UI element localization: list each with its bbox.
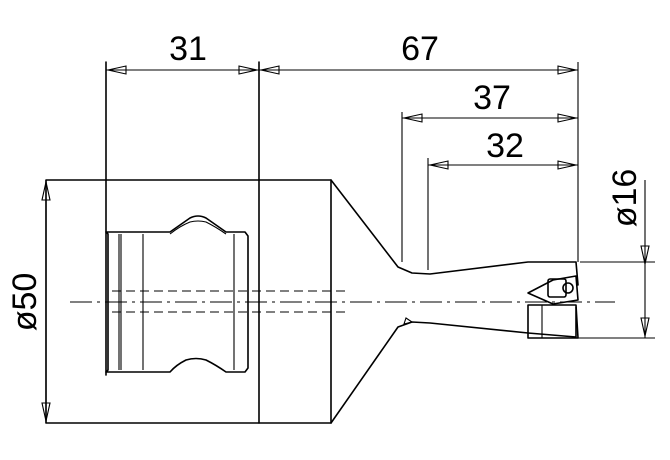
- dim-67: [259, 65, 578, 75]
- dia-16-label: ø16: [606, 169, 644, 228]
- pocket-top-bump: [169, 220, 227, 235]
- insert-upper: [527, 275, 579, 305]
- taper-top: [330, 179, 579, 286]
- shank-body: [45, 61, 332, 424]
- cutting-head: [330, 179, 579, 424]
- dim-32: [428, 160, 578, 170]
- dim-31-label: 31: [169, 30, 207, 68]
- dia-50-label: ø50: [6, 273, 44, 332]
- dim-32-label: 32: [486, 127, 524, 165]
- coolant-outlet: [403, 317, 414, 325]
- hidden-lines: [70, 290, 615, 313]
- dim-37-label: 37: [473, 79, 511, 117]
- dim-67-label: 67: [401, 30, 439, 68]
- extension-lines: [401, 62, 655, 339]
- dim-16: [640, 180, 650, 338]
- dim-37: [402, 113, 578, 123]
- dim-50: [41, 180, 51, 423]
- insert-screw: [547, 278, 567, 298]
- pocket-outline: [105, 215, 249, 373]
- taper-bottom: [330, 306, 577, 424]
- dim-31: [106, 65, 259, 75]
- insert-screw-head: [562, 282, 574, 294]
- clamp-pocket: [105, 215, 249, 373]
